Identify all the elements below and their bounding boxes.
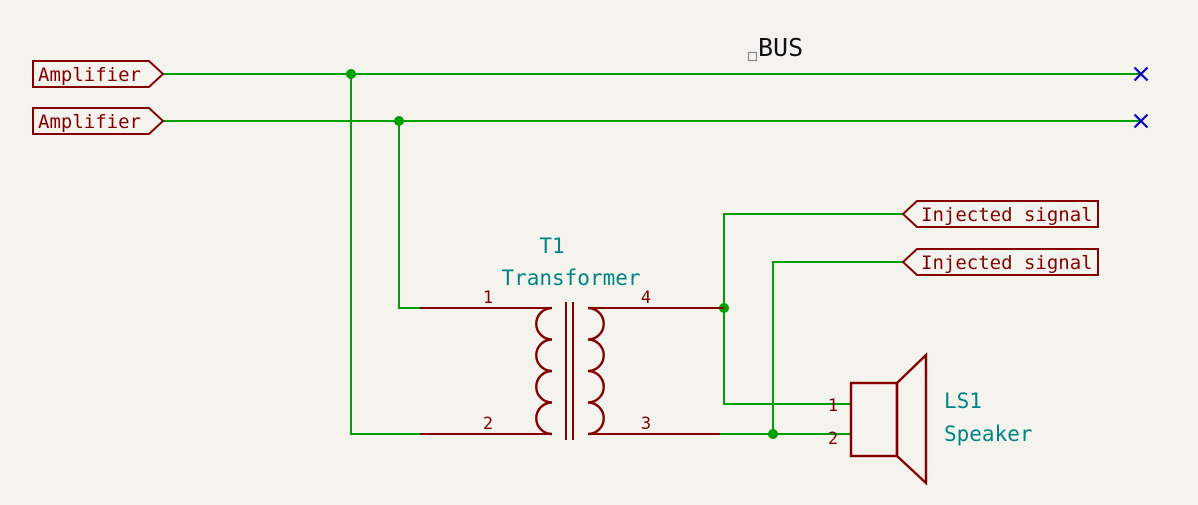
speaker-body xyxy=(849,381,899,458)
speaker-pin1-number: 1 xyxy=(828,396,838,416)
nc-x-icon xyxy=(1133,66,1149,82)
hier-label-injected-signal-top[interactable]: Injected signal xyxy=(901,200,1099,228)
hier-label-text: Injected signal xyxy=(921,204,1093,226)
junction-dot[interactable] xyxy=(768,429,778,439)
no-connect-marker[interactable] xyxy=(1133,66,1149,82)
transformer-pin1-number: 1 xyxy=(483,288,493,308)
hier-label-text: Amplifier xyxy=(38,111,141,133)
no-connect-marker[interactable] xyxy=(1133,113,1149,129)
speaker-value-field[interactable]: Speaker xyxy=(944,422,1033,446)
text-label-bus[interactable]: BUS xyxy=(747,33,804,62)
hier-label-shape xyxy=(901,200,1099,228)
text-label: BUS xyxy=(758,33,803,62)
transformer-value-field[interactable]: Transformer xyxy=(501,266,640,290)
speaker-reference-field[interactable]: LS1 xyxy=(944,389,982,413)
speaker-symbol[interactable]: 1 2 LS1 Speaker xyxy=(828,352,1033,486)
junction-dot[interactable] xyxy=(394,116,404,126)
transformer-pin3-number: 3 xyxy=(641,414,651,434)
transformer-reference-field[interactable]: T1 xyxy=(539,234,564,258)
transformer-secondary-coil xyxy=(587,306,605,436)
transformer-primary-coil xyxy=(535,306,553,436)
hier-label-text: Injected signal xyxy=(921,252,1093,274)
transformer-pin4-number: 4 xyxy=(641,288,651,308)
wire-injected-top-to-speaker-pin1[interactable] xyxy=(723,213,903,405)
hier-label-text: Amplifier xyxy=(38,64,141,86)
wire-amp-top-to-transformer-pin2[interactable] xyxy=(350,74,420,435)
hier-label-shape xyxy=(901,248,1099,276)
transformer-pin2-number: 2 xyxy=(483,414,493,434)
speaker-pin2-number: 2 xyxy=(828,429,838,449)
hier-label-amplifier-top[interactable]: Amplifier xyxy=(32,60,165,88)
hier-label-shape xyxy=(32,107,165,135)
junction-dot[interactable] xyxy=(346,69,356,79)
hier-label-shape xyxy=(32,60,165,88)
label-anchor-marker xyxy=(747,51,758,62)
wire-amp-bottom-to-transformer-pin1[interactable] xyxy=(398,121,420,309)
wire-injected-bottom-drop[interactable] xyxy=(772,261,903,434)
transformer-symbol[interactable]: 1 2 4 3 T1 Transformer xyxy=(420,234,724,440)
hier-label-amplifier-bottom[interactable]: Amplifier xyxy=(32,107,165,135)
speaker-horn xyxy=(895,352,928,486)
hier-label-injected-signal-bottom[interactable]: Injected signal xyxy=(901,248,1099,276)
nc-x-icon xyxy=(1133,113,1149,129)
